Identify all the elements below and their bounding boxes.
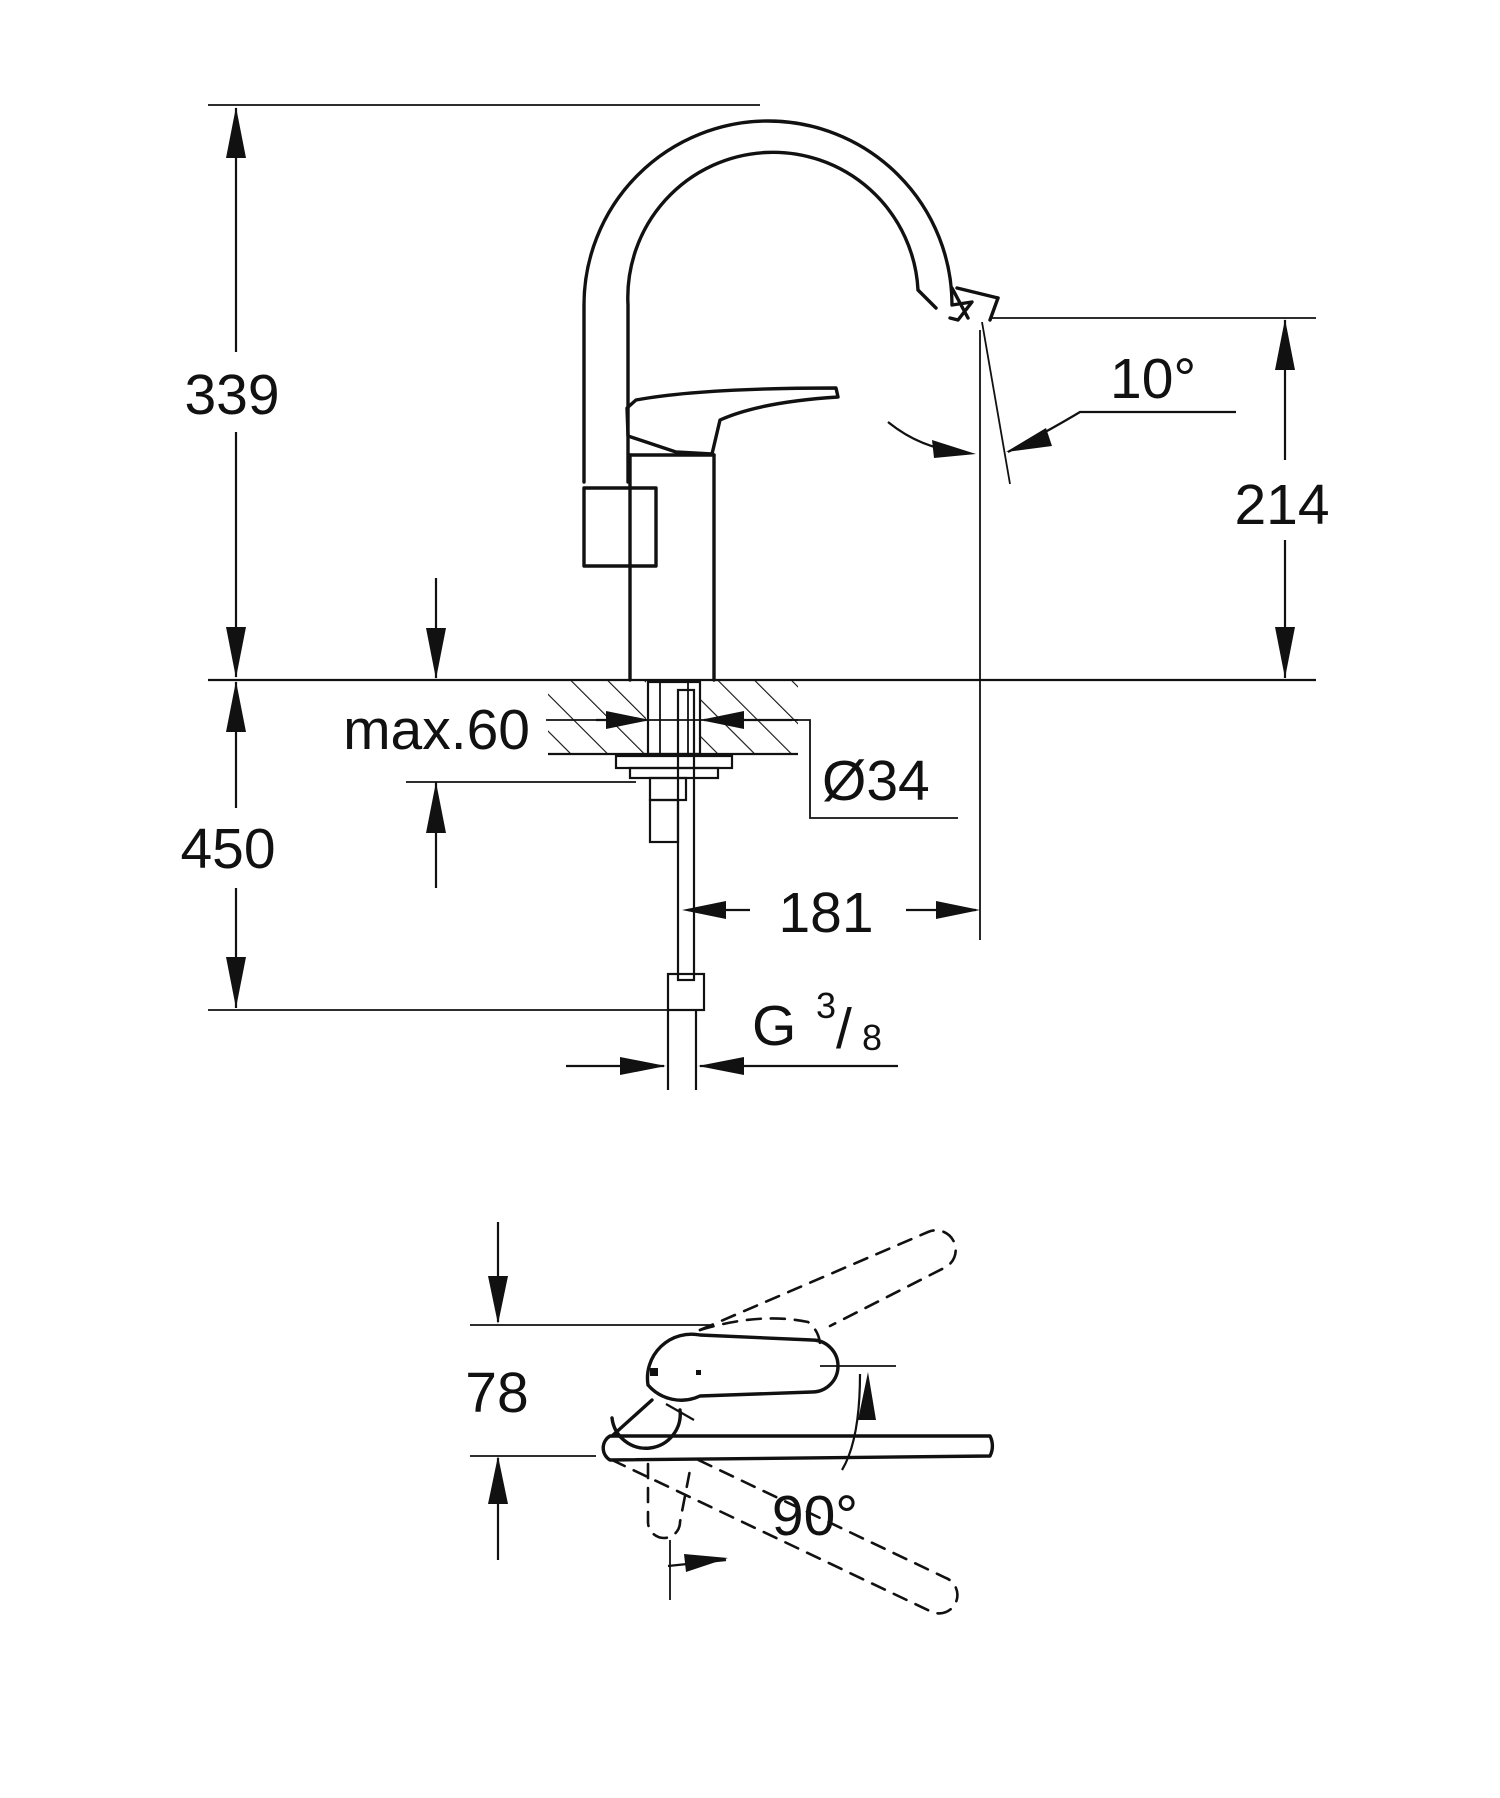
- fixing-nut: [648, 776, 688, 802]
- lever-plan-link: [610, 1398, 654, 1438]
- dimension-450-label: 450: [180, 817, 275, 881]
- fixing-plate: [614, 754, 734, 770]
- dimension-339: 339: [170, 107, 300, 678]
- dimension-max-60-label: max.60: [343, 698, 530, 762]
- thread-slash: /: [836, 997, 852, 1061]
- dimension-angle-10-label: 10°: [1110, 347, 1196, 411]
- threaded-stud: [646, 680, 702, 756]
- stud-end: [648, 798, 680, 844]
- hose-connector: [666, 972, 706, 1012]
- thread-denominator: 8: [862, 1017, 882, 1058]
- faucet-body: [582, 119, 1000, 682]
- dimension-angle-90-label: 90°: [772, 1484, 858, 1548]
- mounting-assembly: [614, 680, 734, 1090]
- braided-hose: [676, 688, 696, 982]
- indicator-dot: [650, 1368, 658, 1376]
- dimension-diameter-34: Ø34: [596, 711, 958, 819]
- body-plan-circle: [610, 1408, 682, 1450]
- countertop-section: [546, 680, 798, 756]
- dimension-diameter-34-label: Ø34: [822, 749, 930, 813]
- aerator-tip: [950, 286, 970, 320]
- spout-outer: [582, 119, 974, 484]
- dimension-181: 181: [682, 881, 980, 945]
- dimension-214-label: 214: [1234, 473, 1329, 537]
- lever-plan-side: [601, 1434, 995, 1462]
- dimension-214: 214: [1220, 319, 1350, 678]
- aerator-top: [955, 286, 1000, 300]
- dimension-78: 78: [465, 1222, 710, 1560]
- top-view: 78 90°: [465, 1222, 995, 1615]
- body-collar: [582, 486, 658, 568]
- side-view: 339 214 450 max.60: [165, 104, 1350, 1090]
- thread-numerator: 3: [816, 985, 836, 1026]
- spout-inner: [626, 150, 938, 484]
- body-column: [628, 453, 716, 682]
- dimension-78-label: 78: [465, 1361, 528, 1425]
- fixing-washer: [628, 766, 720, 780]
- lever-position-down: [610, 1454, 959, 1615]
- dimension-181-label: 181: [778, 881, 873, 945]
- dimension-450: 450: [165, 681, 305, 1008]
- tilted-axis: [981, 321, 1011, 485]
- dimension-max-60: max.60: [343, 578, 636, 888]
- dimension-angle-10: 10°: [887, 321, 1236, 485]
- dimension-339-label: 339: [184, 363, 279, 427]
- lever-position-back: [646, 1462, 692, 1540]
- lever-handle: [625, 386, 840, 456]
- dimension-angle-90: 90°: [667, 1365, 896, 1600]
- aerator-face: [988, 296, 1000, 322]
- lever-plan-front: [645, 1332, 840, 1402]
- dimension-thread: G 3 / 8: [566, 985, 898, 1075]
- lever-position-up: [698, 1229, 957, 1332]
- thread-letter: G: [752, 994, 796, 1058]
